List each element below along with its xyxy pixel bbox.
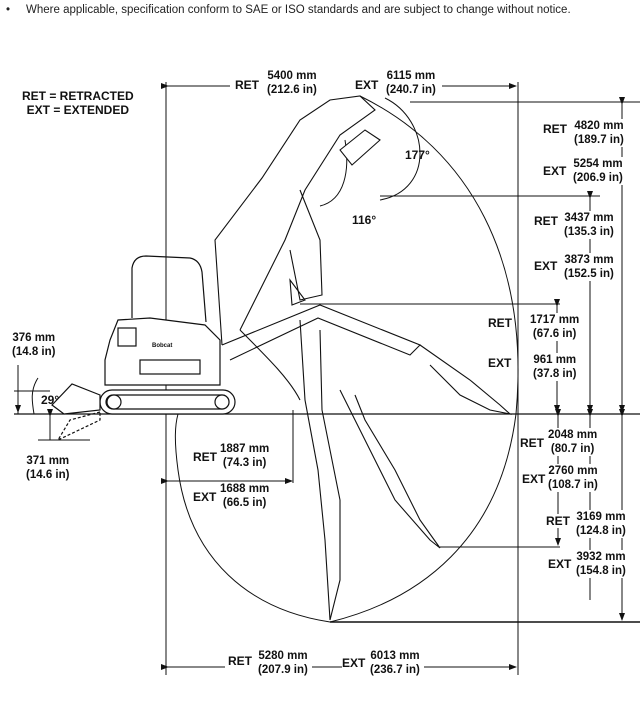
wall-depth-ext-tag: EXT <box>522 472 546 486</box>
blade-lift-value: 376 mm (14.8 in) <box>12 331 56 359</box>
dump-height-ext-tag: EXT <box>534 259 558 273</box>
in: (207.9 in) <box>258 664 308 676</box>
arm-dig-2 <box>339 389 441 549</box>
dig-depth-ret-tag: RET <box>546 514 570 528</box>
top-reach-ret-tag: RET <box>235 78 259 92</box>
ground-reach-ret-value: 5280 mm (207.9 in) <box>258 649 308 677</box>
dump-reach-ext-tag: EXT <box>488 356 512 370</box>
wall-depth-ret-tag: RET <box>520 436 544 450</box>
blade-angle: 29° <box>41 393 60 407</box>
arm-angle: 116° <box>352 213 377 227</box>
in: (14.6 in) <box>26 469 70 481</box>
in: (37.8 in) <box>533 368 577 380</box>
top-reach-ret-value: 5400 mm (212.6 in) <box>267 69 317 97</box>
top-reach-ext-value: 6115 mm (240.7 in) <box>386 69 436 97</box>
in: (74.3 in) <box>222 457 267 469</box>
dig-depth-ext-tag: EXT <box>548 557 572 571</box>
in: (108.7 in) <box>548 479 598 491</box>
in: (212.6 in) <box>267 84 317 96</box>
in: (236.7 in) <box>370 664 420 676</box>
in: (135.3 in) <box>564 226 614 238</box>
dump-height-ext-value: 3873 mm (152.5 in) <box>564 253 614 281</box>
bucket-arc <box>379 97 421 201</box>
boom-low <box>221 304 421 361</box>
top-reach-ext-tag: EXT <box>355 78 379 92</box>
mm: 2760 mm <box>548 465 598 477</box>
max-height-ret-tag: RET <box>543 122 567 136</box>
mm: 1887 mm <box>220 443 270 455</box>
in: (124.8 in) <box>576 525 626 537</box>
legend-retracted: RET = RETRACTED <box>22 89 134 103</box>
arm-dig-1 <box>299 319 341 621</box>
legend-extended: EXT = EXTENDED <box>26 103 130 117</box>
in: (80.7 in) <box>550 443 595 455</box>
mm: 5280 mm <box>258 650 308 662</box>
max-height-ext-value: 5254 mm (206.9 in) <box>573 157 623 185</box>
dig-depth-ret-value: 3169 mm (124.8 in) <box>576 510 626 538</box>
max-height-ret-value: 4820 mm (189.7 in) <box>574 119 624 147</box>
mm: 3437 mm <box>564 212 614 224</box>
mm: 3169 mm <box>576 511 626 523</box>
abbreviation-legend: RET = RETRACTED EXT = EXTENDED <box>22 89 134 117</box>
mm: 2048 mm <box>548 429 598 441</box>
dump-reach-ext-value: 961 mm (37.8 in) <box>533 353 577 381</box>
min-radius-ret-tag: RET <box>193 450 217 464</box>
min-radius-ext-tag: EXT <box>193 490 217 504</box>
in: (66.5 in) <box>222 497 267 509</box>
disclaimer-text: Where applicable, specification conform … <box>26 4 571 16</box>
excavator-body <box>51 255 236 442</box>
bucket-rotation-angle: 177° <box>405 148 430 162</box>
disclaimer-note: • Where applicable, specification conform… <box>6 4 571 16</box>
mm: 961 mm <box>533 354 577 366</box>
wall-depth-ret-value: 2048 mm (80.7 in) <box>548 428 598 456</box>
upper-structure <box>104 317 221 386</box>
min-radius-ext-value: 1688 mm (66.5 in) <box>220 482 270 510</box>
dump-reach-ret-value: 1717 mm (67.6 in) <box>530 313 580 341</box>
mm: 6013 mm <box>370 650 420 662</box>
mm: 376 mm <box>12 332 56 344</box>
mm: 4820 mm <box>574 120 624 132</box>
dump-height-ret-value: 3437 mm (135.3 in) <box>564 211 614 239</box>
mm: 5254 mm <box>573 158 623 170</box>
mm: 371 mm <box>26 455 70 467</box>
mm: 1717 mm <box>530 314 580 326</box>
dig-depth-ext-value: 3932 mm (154.8 in) <box>576 550 626 578</box>
wall-depth-ext-value: 2760 mm (108.7 in) <box>548 464 598 492</box>
min-radius-ret-value: 1887 mm (74.3 in) <box>220 442 270 470</box>
mm: 3873 mm <box>564 254 614 266</box>
in: (240.7 in) <box>386 84 436 96</box>
max-height-ext-tag: EXT <box>543 164 567 178</box>
in: (14.8 in) <box>12 346 56 358</box>
ground-reach-ret-tag: RET <box>228 654 252 668</box>
in: (189.7 in) <box>574 134 624 146</box>
in: (67.6 in) <box>532 328 577 340</box>
brand-decal: Bobcat <box>152 343 173 349</box>
boom-raised <box>214 95 376 346</box>
canopy <box>131 255 207 323</box>
dozer-blade <box>51 383 101 415</box>
mm: 3932 mm <box>576 551 626 563</box>
dump-height-ret-tag: RET <box>534 214 558 228</box>
ground-reach-ext-value: 6013 mm (236.7 in) <box>370 649 420 677</box>
reach-arc <box>174 95 519 623</box>
in: (206.9 in) <box>573 172 623 184</box>
mm: 5400 mm <box>267 70 317 82</box>
ground-reach-ext-tag: EXT <box>342 656 366 670</box>
in: (154.8 in) <box>576 565 626 577</box>
boom-arm-linework <box>214 95 512 621</box>
blade-drop-value: 371 mm (14.6 in) <box>26 454 70 482</box>
dump-reach-ret-tag: RET <box>488 316 512 330</box>
blade-angle-arc <box>31 377 39 415</box>
mm: 6115 mm <box>386 70 436 82</box>
in: (152.5 in) <box>564 268 614 280</box>
mm: 1688 mm <box>220 483 270 495</box>
bullet: • <box>6 4 11 16</box>
